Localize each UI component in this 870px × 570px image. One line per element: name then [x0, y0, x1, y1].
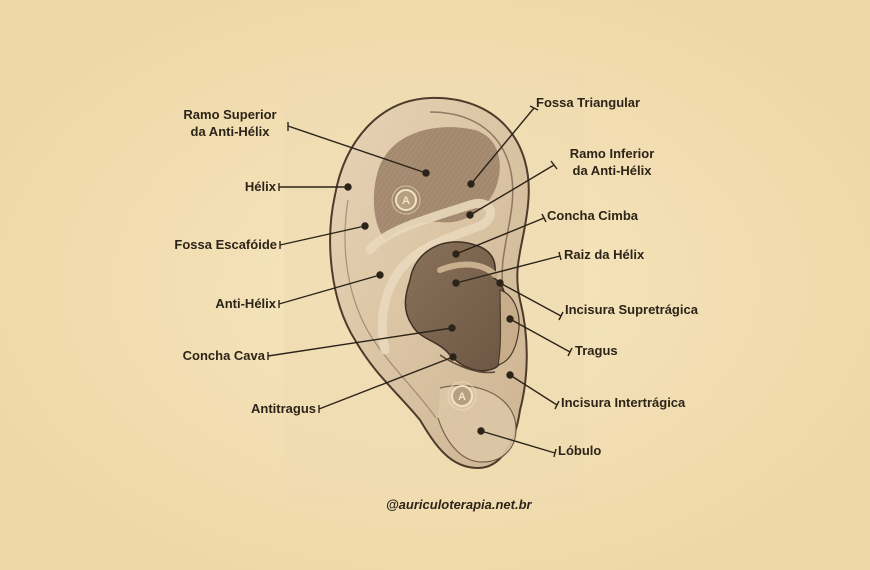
label-concha-cimba: Concha Cimba — [547, 208, 639, 223]
badge-upper-letter: A — [402, 195, 410, 207]
label-lobulo: Lóbulo — [558, 443, 602, 458]
antitragus-edge — [439, 354, 496, 374]
label-fossa-escafoide: Fossa Escafóide — [174, 237, 277, 252]
label-raiz-da-helix: Raiz da Hélix — [564, 247, 645, 262]
label-incisura-intertragica: Incisura Intertrágica — [561, 395, 686, 410]
badge-lower — [447, 381, 477, 411]
label-anti-helix: Anti-Hélix — [215, 296, 276, 311]
scapha-line — [344, 199, 437, 419]
tragus-shape — [497, 289, 520, 366]
leader-incisura-supretragica — [496, 279, 564, 321]
label-concha-cava: Concha Cava — [182, 348, 265, 363]
leader-concha-cava — [267, 324, 456, 360]
leader-lines — [267, 105, 573, 458]
leader-ramo-superior — [287, 122, 430, 177]
leader-fossa-escafoide — [279, 222, 369, 249]
label-tragus: Tragus — [575, 343, 618, 358]
concha-hatching — [405, 241, 508, 371]
label-antitragus: Antitragus — [251, 401, 316, 416]
leader-helix — [278, 183, 352, 191]
label-helix: Hélix — [244, 179, 276, 194]
credit-handle: @auriculoterapia.net.br — [386, 497, 532, 512]
badge-upper — [391, 185, 421, 215]
leader-concha-cimba — [452, 213, 547, 258]
label-incisura-supretragica: Incisura Supretrágica — [565, 302, 698, 317]
helix-crus — [437, 261, 498, 278]
leader-lobulo — [477, 427, 557, 458]
leader-ramo-inferior — [466, 160, 558, 219]
anti-helix-ridge — [365, 198, 495, 355]
leader-raiz-helix — [452, 251, 562, 287]
label-fossa-triangular: Fossa Triangular — [536, 95, 641, 110]
leader-incisura-intertragica — [506, 371, 560, 410]
badge-lower-letter: A — [458, 391, 466, 403]
leader-tragus — [506, 315, 573, 357]
helix-rim-line — [429, 111, 514, 299]
leader-antitragus — [318, 353, 457, 413]
leader-anti-helix — [278, 271, 384, 308]
leader-fossa-triangular — [467, 105, 539, 188]
